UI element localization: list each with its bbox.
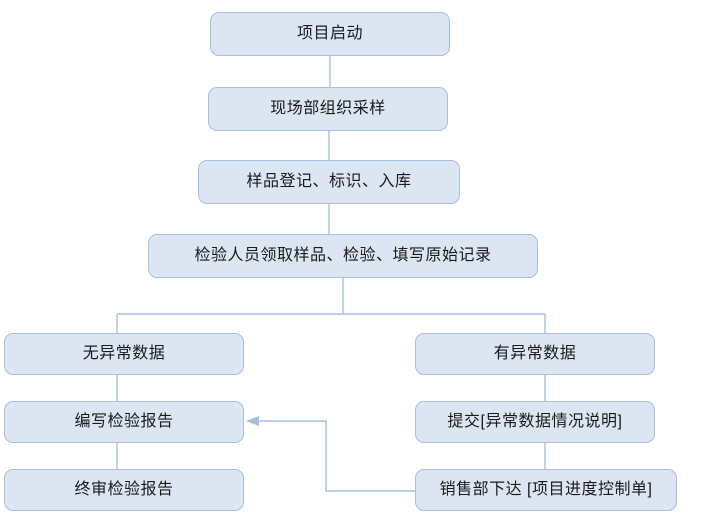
node-sampling[interactable]: 现场部组织采样 [208, 87, 448, 131]
node-write-report[interactable]: 编写检验报告 [4, 401, 244, 443]
node-label: 编写检验报告 [74, 413, 174, 431]
node-submit-note[interactable]: 提交[异常数据情况说明] [415, 401, 655, 443]
arrowhead-icon [246, 416, 259, 426]
node-label: 现场部组织采样 [270, 100, 386, 118]
node-label: 销售部下达 [项目进度控制单] [439, 481, 653, 499]
node-label: 有异常数据 [493, 345, 577, 363]
node-testing[interactable]: 检验人员领取样品、检验、填写原始记录 [148, 234, 538, 278]
node-label: 项目启动 [296, 25, 363, 43]
node-abnormal-data[interactable]: 有异常数据 [415, 333, 655, 375]
node-final-report[interactable]: 终审检验报告 [4, 469, 244, 511]
node-label: 终审检验报告 [74, 481, 174, 499]
node-label: 提交[异常数据情况说明] [447, 413, 623, 431]
node-label: 检验人员领取样品、检验、填写原始记录 [194, 247, 492, 265]
node-start[interactable]: 项目启动 [210, 12, 450, 56]
edge-sales-order-to-write-report [258, 420, 415, 492]
node-label: 样品登记、标识、入库 [246, 173, 412, 191]
node-sales-order[interactable]: 销售部下达 [项目进度控制单] [415, 469, 677, 511]
node-registration[interactable]: 样品登记、标识、入库 [198, 160, 460, 204]
node-normal-data[interactable]: 无异常数据 [4, 333, 244, 375]
node-label: 无异常数据 [82, 345, 166, 363]
